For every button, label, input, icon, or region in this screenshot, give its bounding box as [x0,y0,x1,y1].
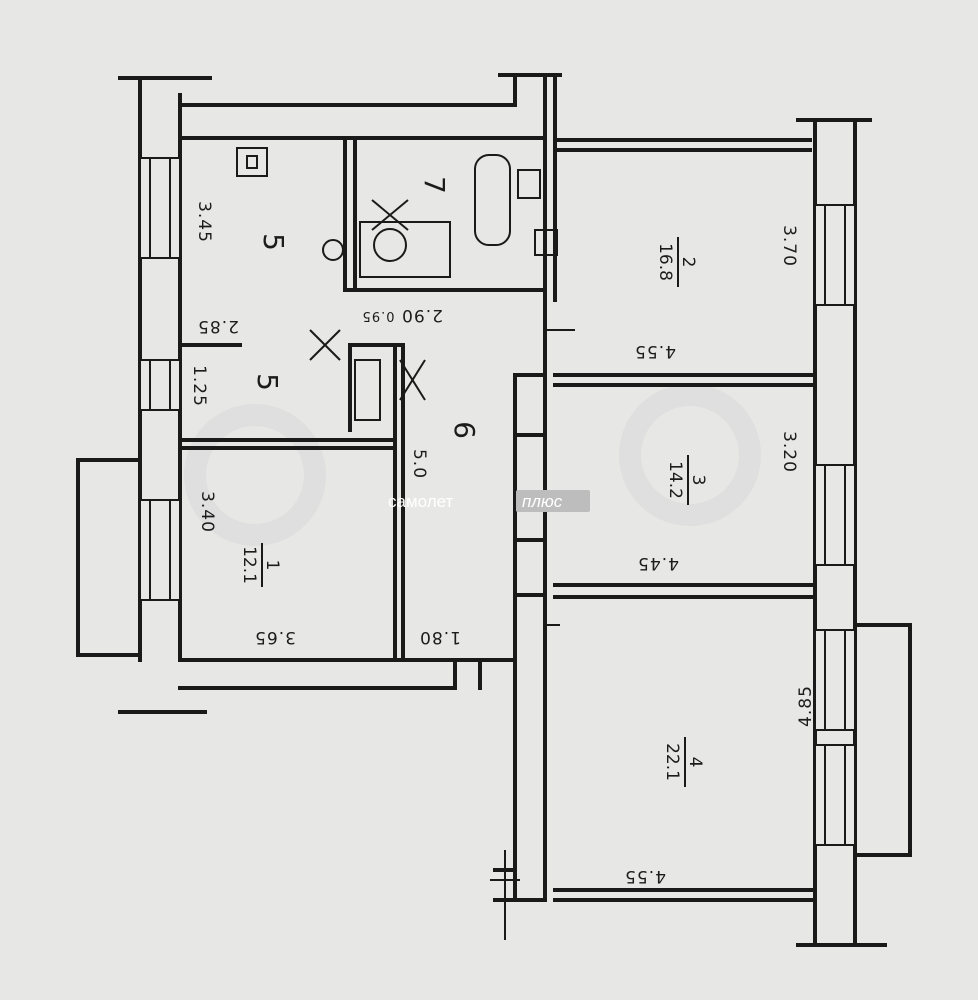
samolet-plus-watermark: самолет плюс [388,490,590,512]
dimension-2-85: 2.85 [197,316,239,336]
room-3-label: 3 14.2 [665,455,708,505]
dimension-5-0: 5.0 [409,449,429,479]
room-4-label: 4 22.1 [662,737,705,787]
avito-watermark [184,384,761,546]
dimension-2-90: 2.90 [401,305,443,325]
dimension-labels: 3.45 2.85 1.25 3.40 3.65 1.80 2.90 0.95 … [189,201,816,886]
room-1-label: 1 12.1 [239,543,282,587]
dimension-3-20: 3.20 [779,431,799,473]
fixtures [236,147,575,940]
dimension-3-45: 3.45 [194,201,214,243]
room-6-number: 6 [448,421,481,439]
room-2-label: 2 16.8 [655,237,698,287]
dimension-1-25: 1.25 [189,365,209,407]
balconies [76,458,912,857]
dimension-3-40: 3.40 [197,491,217,533]
room-2-number: 2 [678,257,698,268]
room-3-number: 3 [688,475,708,486]
walls [118,73,887,947]
toilet-icon [373,228,407,262]
room-3-area: 14.2 [665,461,685,499]
stove-icon [236,147,268,177]
room-4-area: 22.1 [662,743,682,781]
dimension-4-85: 4.85 [796,685,816,727]
bathtub-icon [474,154,511,246]
watermark-part1: самолет [388,492,454,511]
sink-icon [517,169,541,199]
room-4-number: 4 [685,757,705,768]
room-labels: 5 5 7 6 1 12.1 2 16.8 3 14.2 4 22.1 [239,176,708,787]
dimension-0-95: 0.95 [362,308,395,323]
room-1-number: 1 [262,560,282,571]
windows [139,157,856,846]
dimension-4-55-top: 4.55 [634,341,676,361]
room-7-number: 7 [418,176,451,194]
dimension-3-65: 3.65 [254,627,296,647]
dimension-3-70: 3.70 [779,225,799,267]
watermark-part2: плюс [522,492,563,511]
room-5-upper-number: 5 [257,233,290,251]
room-2-area: 16.8 [655,243,675,281]
dimension-4-45: 4.45 [637,553,679,573]
dimension-1-80: 1.80 [419,627,461,647]
room-1-area: 12.1 [239,546,259,584]
dimension-4-55-bottom: 4.55 [624,866,666,886]
room-5-lower-number: 5 [251,373,284,391]
